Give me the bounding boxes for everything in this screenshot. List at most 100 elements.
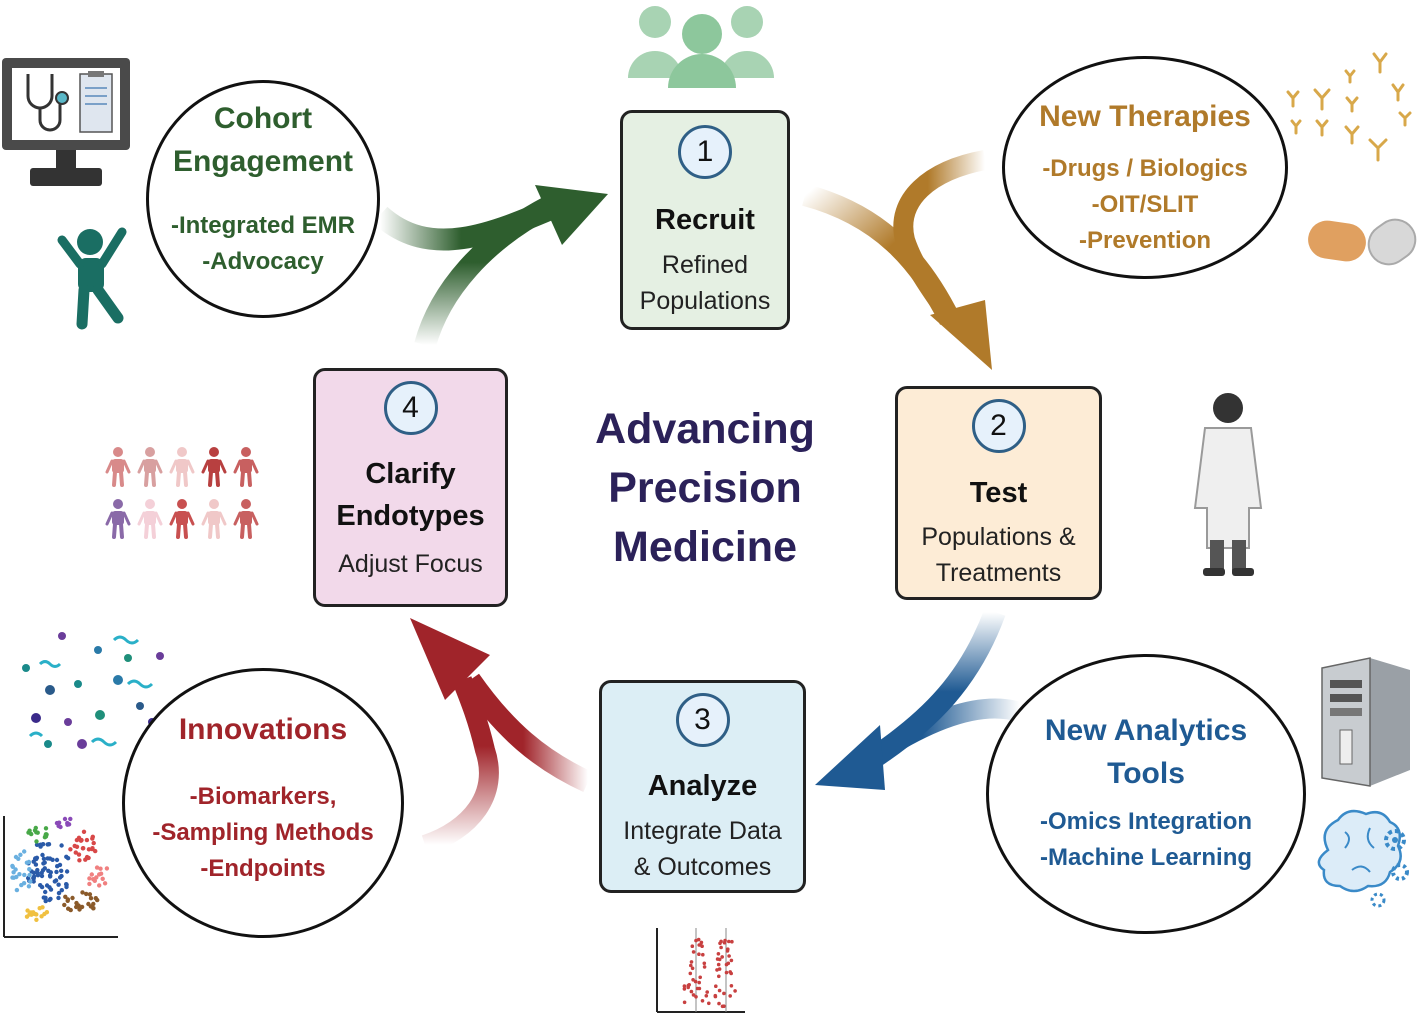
volcano-dot [691,950,696,954]
pill-capsule-icon [1308,218,1417,266]
volcano-dot [694,938,698,943]
volcano-dot [729,958,734,963]
arrow-cohort-to-recruit [372,185,608,349]
cluster-dot [45,842,50,847]
volcano-dot [690,944,695,948]
volcano-dot [733,989,737,993]
volcano-dot [717,988,722,993]
cluster-dot [56,895,61,901]
oval-title: Cohort Engagement [149,98,377,183]
step-test-box: 2 Test Populations & Treatments [895,386,1102,600]
cluster-dot [80,846,86,851]
volcano-dot [717,974,721,979]
volcano-dot [724,962,729,967]
volcano-dot [729,984,734,988]
volcano-dot [719,945,723,950]
oval-title-line: Innovations [178,713,348,746]
molecules-icon [22,632,164,749]
cluster-dot [68,907,73,913]
cluster-dot [97,872,102,877]
volcano-dot [697,986,702,991]
person-figure [137,499,163,539]
person-figure [105,447,131,487]
cluster-dot [93,848,98,854]
volcano-dot [713,993,718,998]
cluster-dot [74,844,80,849]
cluster-dot [24,914,30,919]
cluster-dot [47,885,52,890]
cluster-dot [41,861,46,866]
cluster-dot [74,900,79,906]
cluster-dot [43,889,48,895]
cluster-dot [59,868,64,873]
cluster-dot [26,884,32,889]
volcano-dot [727,954,731,958]
volcano-dot [700,944,704,948]
volcano-dot [700,999,705,1003]
cluster-dot [59,888,64,893]
oval-list-item: -Endpoints [200,855,326,882]
scientist-icon [1193,393,1263,576]
volcano-dot [729,971,733,976]
cluster-dot [70,895,75,901]
step-subtitle-line: Integrate Data [623,817,782,845]
cluster-dot [39,873,45,879]
step-subtitle: Integrate Data & Outcomes [602,813,803,886]
cluster-dot [41,856,47,861]
volcano-dot [725,949,730,953]
volcano-dot [682,984,687,988]
step-title: Test [898,472,1099,514]
person-figure [137,447,163,487]
cluster-dot [74,837,80,843]
cluster-dot [31,910,36,915]
cluster-dot [40,852,45,858]
volcano-dot [689,989,694,994]
volcano-dot [717,1001,721,1006]
cluster-dot [43,834,49,839]
cluster-dot [83,857,88,862]
oval-title-line: Cohort [213,102,313,135]
step-subtitle: Populations & Treatments [898,519,1099,592]
center-title-line: Medicine [613,523,797,571]
step-number-badge: 1 [678,125,732,179]
cluster-dot [22,872,27,878]
step-subtitle: Refined Populations [623,247,787,320]
step-subtitle-line: & Outcomes [633,853,772,882]
oval-list-item: -Prevention [1078,227,1212,254]
oval-title-line: New Therapies [1039,100,1251,133]
step-title-line: Analyze [647,770,758,802]
cluster-dot [104,866,110,871]
volcano-dot [689,963,693,968]
cluster-dot [68,847,73,852]
cluster-dot [64,869,70,874]
step-title-line: Clarify [365,458,456,490]
cluster-dot [54,857,60,863]
cluster-dot [88,896,94,901]
person-figure [169,447,195,487]
step-subtitle-line: Adjust Focus [338,550,483,578]
volcano-dot [707,1001,711,1006]
cluster-dot [39,914,44,919]
step-recruit-box: 1 Recruit Refined Populations [620,110,790,330]
step-title: Recruit [623,199,787,241]
step-title: Analyze [602,765,803,807]
cluster-dot [26,830,31,835]
cluster-dot [87,881,92,887]
step-title-line: Endotypes [336,500,485,533]
cluster-dot [44,910,50,915]
cluster-dot [43,826,49,831]
volcano-dot [717,957,722,962]
cluster-dot [90,836,95,841]
cluster-dot [87,892,93,897]
cluster-dot [56,890,62,896]
cluster-dot [34,839,39,844]
cluster-dot [56,882,61,887]
people-grid-icon [105,447,259,539]
cluster-dot [91,840,96,846]
computer-emr-icon [2,58,130,186]
cluster-dot [34,842,40,847]
volcano-dot [722,1004,726,1008]
person-jumping-icon [57,227,127,330]
cluster-dot [27,867,32,872]
